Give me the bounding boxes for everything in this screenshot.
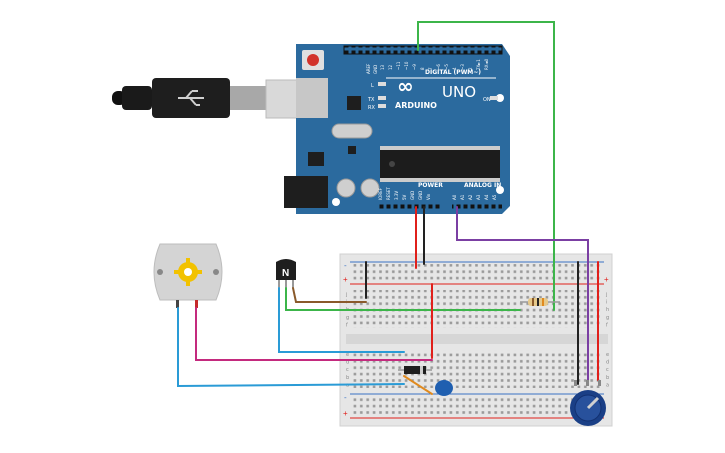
pin-label: RESET (386, 187, 391, 200)
pin-label: Vin (426, 193, 431, 200)
row-letter: j (605, 292, 607, 298)
wire-blue-collector (278, 287, 405, 353)
diode[interactable] (398, 366, 432, 374)
resistor[interactable] (520, 298, 560, 306)
row-letter: b (606, 375, 609, 381)
rx-label: RX (368, 105, 375, 111)
bottom-rail-holes[interactable] (352, 398, 602, 416)
pin-label: 3.3V (394, 191, 399, 200)
board-brand: ARDUINO (395, 101, 437, 110)
rail-plus-label-bottom: + (343, 409, 348, 418)
pin-label: ~9 (412, 64, 417, 70)
pin-label: ~5 (444, 64, 449, 70)
row-letter: d (346, 360, 349, 366)
dc-motor[interactable] (153, 243, 223, 308)
row-letter: j (345, 292, 347, 298)
pin-label: A4 (484, 194, 489, 200)
bottom-terminal-holes[interactable] (352, 350, 602, 388)
pin-label: A5 (492, 194, 497, 200)
row-letter: f (606, 322, 608, 328)
pin-label: ~3 (460, 64, 465, 70)
power-jack (284, 176, 328, 208)
tx-label: TX (367, 97, 375, 103)
row-letter: d (606, 360, 609, 366)
pin-label: RX◄0 (484, 58, 489, 70)
row-letter: i (606, 300, 607, 306)
regulator (308, 152, 324, 166)
analog-header[interactable] (452, 203, 502, 211)
crystal (331, 123, 373, 139)
arduino-logo-icon: ∞ (397, 74, 414, 98)
row-letter: b (346, 375, 349, 381)
row-letter: f (346, 322, 348, 328)
npn-transistor[interactable]: N (276, 259, 296, 288)
pin-label: ~6 (436, 64, 441, 70)
on-label: ON (483, 97, 491, 103)
pin-label: GND (418, 191, 423, 200)
pin-label: 4 (452, 67, 457, 70)
pin-label: A0 (452, 194, 457, 200)
usb-cable (112, 78, 329, 119)
row-letter: c (346, 367, 349, 373)
wire-green-signal (417, 21, 555, 311)
row-letter: g (606, 315, 609, 321)
pin-label: 8 (420, 67, 425, 70)
board-model: UNO (442, 83, 476, 101)
rail-minus-label-bottom: - (344, 393, 347, 402)
row-letter: e (606, 352, 609, 358)
row-letter: e (346, 352, 349, 358)
gear-icon (174, 258, 202, 286)
pin-label: 12 (388, 64, 393, 70)
pin-label: A2 (468, 194, 473, 200)
rail-plus-label: + (343, 275, 348, 284)
pin-label: A1 (460, 194, 465, 200)
rail-plus-label-right: + (604, 275, 609, 284)
digital-header[interactable] (344, 46, 502, 54)
aref-label: AREF (366, 63, 371, 74)
wire-brown (292, 287, 367, 303)
row-letter: h (606, 307, 609, 313)
wire-orange (403, 375, 433, 395)
transistor-label: N (282, 268, 289, 279)
ceramic-capacitor[interactable] (435, 380, 453, 396)
pin-label: IOREF (378, 187, 383, 200)
analog-label: ANALOG IN (464, 182, 501, 189)
power-label: POWER (418, 182, 443, 189)
pin-label: A3 (476, 194, 481, 200)
wires[interactable] (177, 21, 599, 395)
wire-green-base (285, 287, 521, 311)
digital-label: DIGITAL (PWM~) (425, 69, 481, 76)
pin-label: 5V (402, 194, 407, 200)
pin-label: 7 (428, 67, 433, 70)
arduino-board: ∞ ARDUINO UNO DIGITAL (PWM~) POWER ANALO… (284, 44, 510, 214)
pin-label: 2 (468, 67, 473, 70)
wire-blue-motor (177, 307, 405, 388)
potentiometer[interactable] (570, 380, 606, 426)
row-letter: g (346, 315, 349, 321)
pin-label: GND (410, 191, 415, 200)
row-letter: a (606, 382, 609, 388)
pin-label: TX►1 (476, 59, 481, 71)
usb-icon (178, 90, 204, 106)
l-label: L (371, 83, 374, 89)
usb-chip (347, 96, 361, 110)
pin-label: ~11 (396, 61, 401, 70)
atmega-chip (380, 150, 500, 178)
pin-label: ~10 (404, 61, 409, 70)
power-header[interactable] (378, 203, 440, 211)
row-letter: c (606, 367, 609, 373)
rail-minus-label: - (344, 261, 347, 270)
wire-purple-analog (456, 206, 589, 383)
pin-label: 13 (380, 64, 385, 70)
gnd-label: GND (373, 65, 378, 74)
top-rail-holes[interactable] (352, 264, 602, 282)
wire-magenta-motor (195, 307, 433, 361)
